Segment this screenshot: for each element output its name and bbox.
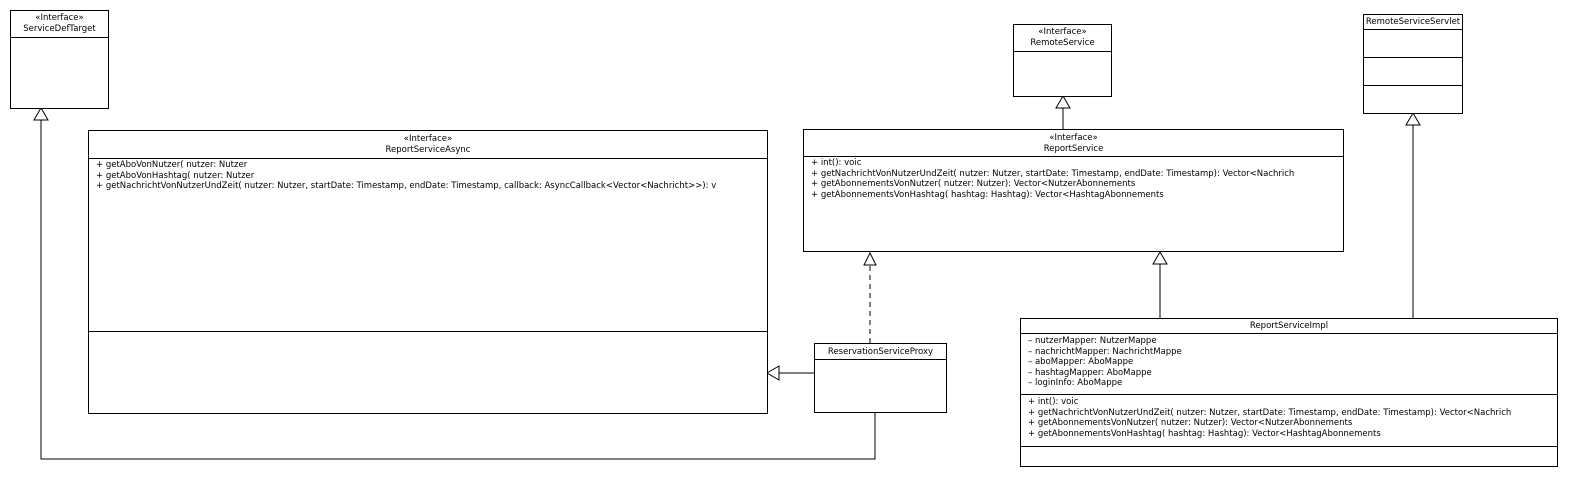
attribute: – loginInfo: AboMappe (1028, 378, 1123, 389)
remoteserviceservlet-class[interactable]: RemoteServiceServlet (1363, 14, 1463, 114)
remoteservice-name: RemoteService (1030, 38, 1095, 48)
servlet-arrowhead (1405, 112, 1421, 126)
operation: + getNachrichtVonNutzerUndZeit( nutzer: … (1028, 407, 1512, 418)
operation: + getAbonnementsVonHashtag( hashtag: Has… (811, 189, 1164, 200)
reportserviceimpl-name: ReportServiceImpl (1249, 321, 1329, 331)
servicedeftarget-name: ServiceDefTarget (23, 24, 96, 34)
remoteserviceservlet-divider-1 (1364, 29, 1462, 30)
reportserviceimpl-class[interactable]: ReportServiceImpl – nutzerMapper: Nutzer… (1020, 318, 1558, 467)
servicedeftarget-stereotype: «Interface» (35, 13, 84, 23)
reservationserviceproxy-divider (815, 359, 946, 360)
remoteservice-arrowhead (1055, 95, 1071, 109)
remoteserviceservlet-divider-3 (1364, 85, 1462, 86)
attribute: – aboMapper: AboMappe (1028, 357, 1134, 368)
reportserviceasync-name: ReportServiceAsync (385, 145, 471, 155)
operation: + int(): voic (1028, 397, 1079, 407)
reportserviceasync-divider-2 (89, 331, 767, 332)
remoteserviceservlet-divider-2 (1364, 57, 1462, 58)
reportservice-divider (804, 156, 1343, 157)
reportservice-class[interactable]: «Interface» ReportService + int(): voic … (803, 129, 1344, 252)
servicedeftarget-arrowhead (33, 107, 49, 121)
remoteservice-class[interactable]: «Interface» RemoteService (1013, 24, 1112, 97)
remoteserviceservlet-name: RemoteServiceServlet (1365, 17, 1461, 27)
reportservice-operations: + int(): voic + getNachrichtVonNutzerUnd… (811, 158, 1336, 200)
operation: + getAbonnementsVonNutzer( nutzer: Nutze… (1028, 418, 1353, 429)
operation: + getNachrichtVonNutzerUndZeit( nutzer: … (811, 168, 1295, 179)
reportserviceasync-operations: + getAboVonNutzer( nutzer: Nutzer + getA… (96, 160, 761, 192)
reportserviceimpl-operations: + int(): voic + getNachrichtVonNutzerUnd… (1028, 397, 1553, 439)
reportservice-stereotype: «Interface» (1049, 133, 1098, 143)
remoteservice-stereotype: «Interface» (1038, 27, 1087, 37)
reservationserviceproxy-class[interactable]: ReservationServiceProxy (814, 343, 947, 413)
reportserviceasync-stereotype: «Interface» (403, 134, 453, 144)
reportserviceimpl-divider-1 (1021, 333, 1557, 334)
async-arrowhead (766, 365, 780, 381)
reportservice-realization-arrowhead (863, 251, 877, 266)
reportserviceasync-divider-1 (89, 158, 767, 159)
operation: + getAboVonNutzer( nutzer: Nutzer (96, 160, 248, 170)
operation: + getAbonnementsVonHashtag( hashtag: Has… (1028, 428, 1381, 439)
attribute: – hashtagMapper: AboMappe (1028, 367, 1152, 378)
reportserviceimpl-attributes: – nutzerMapper: NutzerMappe – nachrichtM… (1028, 336, 1182, 389)
attribute: – nutzerMapper: NutzerMappe (1028, 336, 1157, 346)
reservationserviceproxy-name: ReservationServiceProxy (827, 347, 934, 357)
servicedeftarget-divider (11, 37, 108, 38)
attribute: – nachrichtMapper: NachrichtMappe (1028, 346, 1182, 357)
operation: + getNachrichtVonNutzerUndZeit( nutzer: … (96, 181, 717, 192)
reportservice-name: ReportService (1043, 144, 1104, 154)
remoteservice-divider (1014, 51, 1111, 52)
operation: + getAbonnementsVonNutzer( nutzer: Nutze… (811, 179, 1136, 190)
reportserviceasync-class[interactable]: «Interface» ReportServiceAsync + getAboV… (88, 130, 768, 414)
proxy-to-servicedeftarget-line (40, 120, 876, 460)
reportserviceimpl-divider-3 (1021, 446, 1557, 447)
operation: + int(): voic (811, 158, 862, 168)
reportserviceimpl-divider-2 (1021, 394, 1557, 395)
reportservice-generalization-arrowhead (1152, 251, 1168, 265)
operation: + getAboVonHashtag( nutzer: Nutzer (96, 170, 255, 181)
servicedeftarget-class[interactable]: «Interface» ServiceDefTarget (10, 10, 109, 109)
